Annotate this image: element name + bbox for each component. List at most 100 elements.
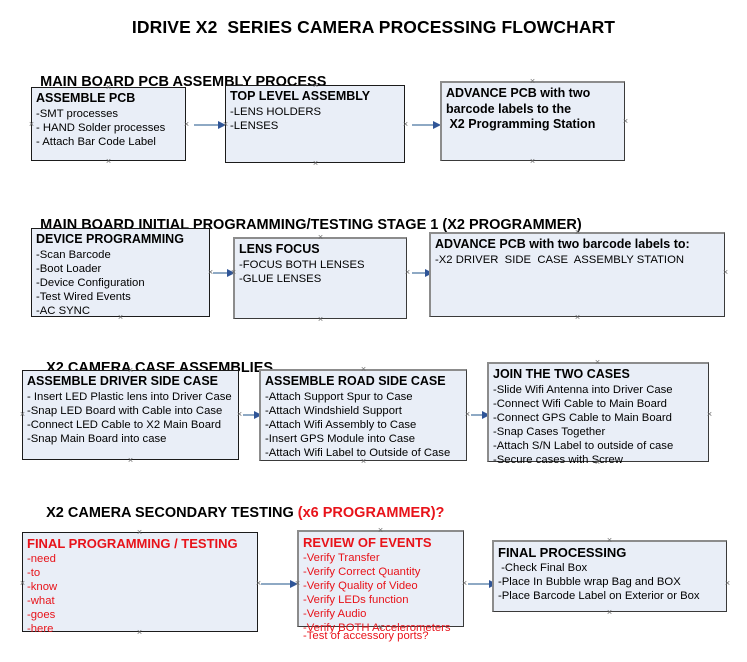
connection-handle[interactable] bbox=[19, 580, 26, 587]
flow-box-line: -to bbox=[27, 567, 41, 579]
flow-box-top-level-assembly[interactable]: TOP LEVEL ASSEMBLY -LENS HOLDERS -LENSES bbox=[225, 85, 405, 163]
flow-box-line: -Slide Wifi Antenna into Driver Case bbox=[493, 384, 673, 396]
flow-box-line: -Verify Audio bbox=[303, 608, 367, 620]
flow-box-title: barcode labels to the bbox=[446, 102, 572, 116]
flow-box-title: TOP LEVEL ASSEMBLY bbox=[230, 89, 371, 103]
flow-box-line: -Place In Bubble wrap Bag and BOX bbox=[498, 576, 681, 588]
flow-box-final-programming-testing[interactable]: FINAL PROGRAMMING / TESTING -need -to -k… bbox=[22, 532, 258, 635]
connection-handle[interactable] bbox=[360, 366, 367, 373]
flow-box-title: ASSEMBLE PCB bbox=[36, 91, 136, 105]
connector-arrow bbox=[468, 580, 497, 588]
flow-box-line: -LENSES bbox=[230, 120, 279, 132]
flow-box-line: - Attach Bar Code Label bbox=[36, 136, 156, 148]
flow-box-line: -Snap LED Board with Cable into Case bbox=[27, 405, 223, 417]
flow-box-title: ASSEMBLE ROAD SIDE CASE bbox=[265, 374, 446, 388]
connection-handle[interactable] bbox=[594, 359, 601, 366]
flow-box-join-the-two-cases[interactable]: JOIN THE TWO CASES -Slide Wifi Antenna i… bbox=[487, 362, 709, 466]
flow-box-device-programming[interactable]: DEVICE PROGRAMMING -Scan Barcode -Boot L… bbox=[31, 228, 210, 317]
connection-handle[interactable] bbox=[461, 580, 468, 587]
flow-box-advance-pcb-driver-side-station[interactable]: ADVANCE PCB with two barcode labels to: … bbox=[429, 232, 725, 317]
connection-handle[interactable] bbox=[312, 82, 319, 89]
connector-arrow bbox=[471, 411, 490, 419]
connector-arrow bbox=[261, 580, 298, 588]
flow-box-line: -AC SYNC bbox=[36, 305, 90, 317]
flow-box-line: -need bbox=[27, 553, 56, 565]
flow-box-title: FINAL PROGRAMMING / TESTING bbox=[27, 536, 238, 551]
connection-handle[interactable] bbox=[606, 537, 613, 544]
connection-handle[interactable] bbox=[222, 121, 229, 128]
flow-box-title: ADVANCE PCB with two bbox=[446, 86, 591, 100]
connection-handle[interactable] bbox=[127, 367, 134, 374]
flow-box-line: -Boot Loader bbox=[36, 263, 102, 275]
connection-handle[interactable] bbox=[105, 158, 112, 165]
section-header-x2-camera-secondary-testing: X2 CAMERA SECONDARY TESTING (x6 PROGRAMM… bbox=[30, 489, 444, 537]
connection-handle[interactable] bbox=[606, 609, 613, 616]
connection-handle[interactable] bbox=[529, 158, 536, 165]
connection-handle[interactable] bbox=[105, 84, 112, 91]
connection-handle[interactable] bbox=[19, 411, 26, 418]
flow-box-review-of-events[interactable]: REVIEW OF EVENTS -Verify Transfer -Verif… bbox=[297, 530, 464, 642]
connection-handle[interactable] bbox=[622, 118, 629, 125]
connection-handle[interactable] bbox=[404, 269, 411, 276]
connection-handle[interactable] bbox=[377, 527, 384, 534]
connection-handle[interactable] bbox=[722, 269, 729, 276]
connection-handle[interactable] bbox=[574, 314, 581, 321]
connection-handle[interactable] bbox=[127, 457, 134, 464]
flow-box-line: -FOCUS BOTH LENSES bbox=[239, 259, 365, 271]
section-header-accent: (x6 PROGRAMMER)? bbox=[297, 505, 445, 521]
connection-handle[interactable] bbox=[317, 316, 324, 323]
flow-box-line: -Test Wired Events bbox=[36, 291, 131, 303]
flow-box-title: DEVICE PROGRAMMING bbox=[36, 232, 184, 246]
connection-handle[interactable] bbox=[28, 121, 35, 128]
connector-arrow bbox=[412, 121, 441, 129]
flow-box-title: ASSEMBLE DRIVER SIDE CASE bbox=[27, 374, 219, 388]
flow-box-line: -goes bbox=[27, 609, 56, 621]
flow-box-final-processing[interactable]: FINAL PROCESSING -Check Final Box -Place… bbox=[492, 540, 727, 612]
connection-handle[interactable] bbox=[236, 411, 243, 418]
connection-handle[interactable] bbox=[464, 411, 471, 418]
arrow-head-icon bbox=[482, 411, 490, 419]
connection-handle[interactable] bbox=[136, 629, 143, 636]
flow-box-title: LENS FOCUS bbox=[239, 242, 320, 256]
flow-box-assemble-driver-side-case[interactable]: ASSEMBLE DRIVER SIDE CASE - Insert LED P… bbox=[22, 370, 239, 460]
flow-box-line: -Connect Wifi Cable to Main Board bbox=[493, 398, 667, 410]
connector-arrow bbox=[213, 269, 235, 277]
connection-handle[interactable] bbox=[377, 624, 384, 631]
connector-arrow bbox=[412, 269, 433, 277]
flow-box-line: -what bbox=[27, 595, 55, 607]
connection-handle[interactable] bbox=[117, 225, 124, 232]
section-header-text: X2 CAMERA SECONDARY TESTING bbox=[46, 505, 298, 521]
connection-handle[interactable] bbox=[117, 314, 124, 321]
connection-handle[interactable] bbox=[529, 78, 536, 85]
flow-box-line: -SMT processes bbox=[36, 108, 119, 120]
flow-box-line: -Attach Wifi Label to Outside of Case bbox=[265, 447, 451, 459]
flow-box-lens-focus[interactable]: LENS FOCUS -FOCUS BOTH LENSES -GLUE LENS… bbox=[233, 237, 407, 319]
connection-handle[interactable] bbox=[136, 529, 143, 536]
flow-box-line: -Connect LED Cable to X2 Main Board bbox=[27, 419, 222, 431]
page-title: IDRIVE X2 SERIES CAMERA PROCESSING FLOWC… bbox=[131, 17, 616, 37]
connection-handle[interactable] bbox=[183, 121, 190, 128]
arrow-head-icon bbox=[254, 411, 262, 419]
connection-handle[interactable] bbox=[317, 234, 324, 241]
connection-handle[interactable] bbox=[312, 160, 319, 167]
flow-box-line: -Connect GPS Cable to Main Board bbox=[493, 412, 672, 424]
connection-handle[interactable] bbox=[594, 459, 601, 466]
connection-handle[interactable] bbox=[360, 458, 367, 465]
flow-box-line: -Scan Barcode bbox=[36, 249, 111, 261]
flow-box-line: -Attach Support Spur to Case bbox=[265, 391, 413, 403]
connection-handle[interactable] bbox=[706, 411, 713, 418]
flow-box-line: -LENS HOLDERS bbox=[230, 106, 322, 118]
connection-handle[interactable] bbox=[724, 580, 731, 587]
flow-box-line: -Attach S/N Label to outside of case bbox=[493, 440, 674, 452]
flow-box-assemble-road-side-case[interactable]: ASSEMBLE ROAD SIDE CASE -Attach Support … bbox=[259, 369, 467, 461]
flow-box-line: -Place Barcode Label on Exterior or Box bbox=[498, 590, 700, 602]
connection-handle[interactable] bbox=[574, 229, 581, 236]
flow-box-line: -Snap Main Board into case bbox=[27, 433, 167, 445]
connection-handle[interactable] bbox=[402, 121, 409, 128]
flow-box-advance-pcb-programming-station[interactable]: ADVANCE PCB with two barcode labels to t… bbox=[440, 81, 625, 161]
connection-handle[interactable] bbox=[230, 269, 237, 276]
connection-handle[interactable] bbox=[294, 580, 301, 587]
flow-box-assemble-pcb[interactable]: ASSEMBLE PCB -SMT processes - HAND Solde… bbox=[31, 87, 186, 161]
flow-box-line: -Attach Wifi Assembly to Case bbox=[265, 419, 417, 431]
flow-box-title: ADVANCE PCB with two barcode labels to: bbox=[435, 237, 690, 251]
